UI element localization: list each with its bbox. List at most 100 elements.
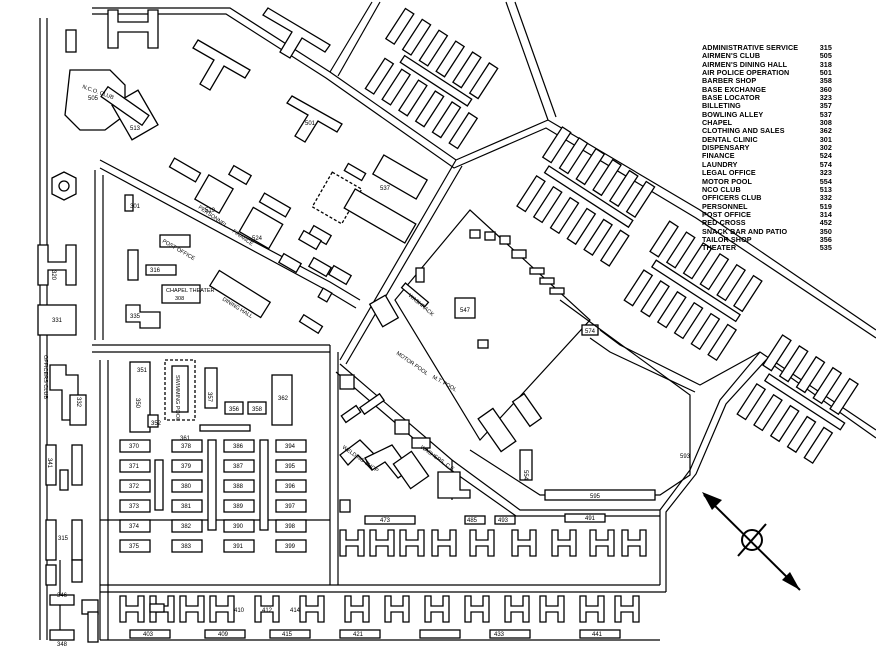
legend-building-number: 356 (819, 234, 832, 244)
bldg-537-label: 537 (380, 186, 391, 192)
bldg-348-label: 348 (57, 642, 68, 648)
bldg-547-label: 547 (460, 308, 471, 314)
buildings-northeast (364, 7, 859, 464)
bldg-493-label: 493 (498, 518, 509, 524)
legend-building-number: 554 (819, 176, 832, 186)
barracks-building (171, 519, 203, 533)
h-barracks-building (424, 595, 450, 623)
bldg-554-label: 554 (522, 470, 528, 481)
buildings-northwest (37, 7, 429, 336)
bldg-350-label: 350 (134, 398, 140, 409)
legend-facility-name: SNACK BAR AND PATIO (702, 226, 788, 236)
h-barracks-building (614, 595, 640, 623)
legend-building-number: 513 (819, 184, 832, 194)
h-barracks-building (464, 595, 490, 623)
h-barracks-building (344, 595, 370, 623)
barracks-number-label: 390 (233, 524, 244, 530)
legend-building-number: 360 (819, 84, 832, 94)
barracks-building (171, 499, 203, 513)
h-barracks-building (119, 595, 145, 623)
barracks-building (275, 519, 307, 533)
legend-facility-name: LAUNDRY (702, 159, 738, 169)
swimming-pool-label: SWIMMING POOL (174, 375, 180, 421)
barracks-building (171, 459, 203, 473)
legend-building-number: 574 (819, 159, 832, 169)
barracks-connector (154, 459, 164, 511)
h-barracks-building (469, 529, 495, 557)
bldg-320-label: 320 (50, 270, 56, 281)
legend-facility-name: OFFICERS CLUB (702, 193, 762, 203)
legend-row: MOTOR POOL 554 (702, 176, 832, 186)
legend-building-number: 524 (819, 151, 832, 161)
barracks-building (275, 499, 307, 513)
bldg-485-label: 485 (467, 518, 478, 524)
bldg-409-label: 409 (218, 632, 229, 638)
bldg-415-label: 415 (282, 632, 293, 638)
barracks-number-label: 379 (181, 464, 192, 470)
bldg-335-label: 335 (130, 314, 141, 320)
legend-facility-name: PERSONNEL (702, 201, 748, 211)
barracks-number-label: 386 (233, 444, 244, 450)
h-barracks-building (589, 529, 615, 557)
legend-row: DISPENSARY 302 (702, 143, 832, 153)
barracks-building (119, 459, 151, 473)
chapel-theater-label: CHAPEL THEATER (166, 288, 215, 294)
bldg-505-label: 505 (88, 96, 99, 102)
bldg-403-label: 403 (143, 632, 154, 638)
bldg-352-label: 352 (151, 421, 162, 427)
legend-facility-name: CLOTHING AND SALES (702, 126, 785, 136)
bldg-421-label: 421 (353, 632, 364, 638)
legend-building-number: 362 (819, 126, 832, 136)
barracks-number-label: 396 (285, 484, 296, 490)
bldg-316-label: 316 (150, 268, 161, 274)
bldg-524-label: 524 (252, 236, 263, 242)
legend-building-number: 505 (819, 51, 832, 61)
legend-facility-name: THEATER (702, 243, 737, 253)
bldg-441-label: 441 (592, 632, 603, 638)
legend-row: LAUNDRY 574 (702, 159, 832, 169)
h-barracks-building (299, 595, 325, 623)
legend-facility-name: AIRMEN'S DINING HALL (702, 59, 788, 69)
h-barracks-building (399, 529, 425, 557)
legend-building-number: 501 (819, 68, 832, 78)
legend-building-number: 452 (819, 218, 832, 228)
legend-building-number: 357 (819, 101, 832, 111)
barracks-building (275, 439, 307, 453)
buildings-officers-club (45, 364, 99, 643)
barracks-number-label: 380 (181, 484, 192, 490)
legend-facility-name: POST OFFICE (702, 209, 752, 219)
bldg-362-label: 362 (278, 396, 289, 402)
barracks-number-label: 372 (129, 484, 140, 490)
bldg-414-label: 414 (290, 608, 301, 614)
barracks-number-label: 373 (129, 504, 140, 510)
barracks-number-label: 388 (233, 484, 244, 490)
barracks-building (119, 439, 151, 453)
legend-facility-name: MOTOR POOL (702, 176, 752, 186)
barracks-building (171, 479, 203, 493)
h-barracks-building (539, 595, 565, 623)
legend-building-number: 537 (819, 109, 832, 119)
barracks-number-label: 382 (181, 524, 192, 530)
chapel-theater-number: 308 (175, 296, 184, 302)
legend-facility-name: DISPENSARY (702, 143, 750, 153)
barracks-building (119, 519, 151, 533)
barracks-number-label: 374 (129, 524, 140, 530)
barracks-building (223, 539, 255, 553)
legend-building-number: 302 (819, 143, 832, 153)
bldg-356-label: 356 (229, 407, 240, 413)
legend-facility-name: ADMINISTRATIVE SERVICE (702, 43, 799, 52)
bldg-519-label: 519 (205, 208, 216, 214)
legend-building-number: 308 (819, 118, 832, 128)
legend-building-number: 350 (819, 226, 832, 236)
bldg-346-label: 346 (57, 593, 68, 599)
h-barracks-building (579, 595, 605, 623)
